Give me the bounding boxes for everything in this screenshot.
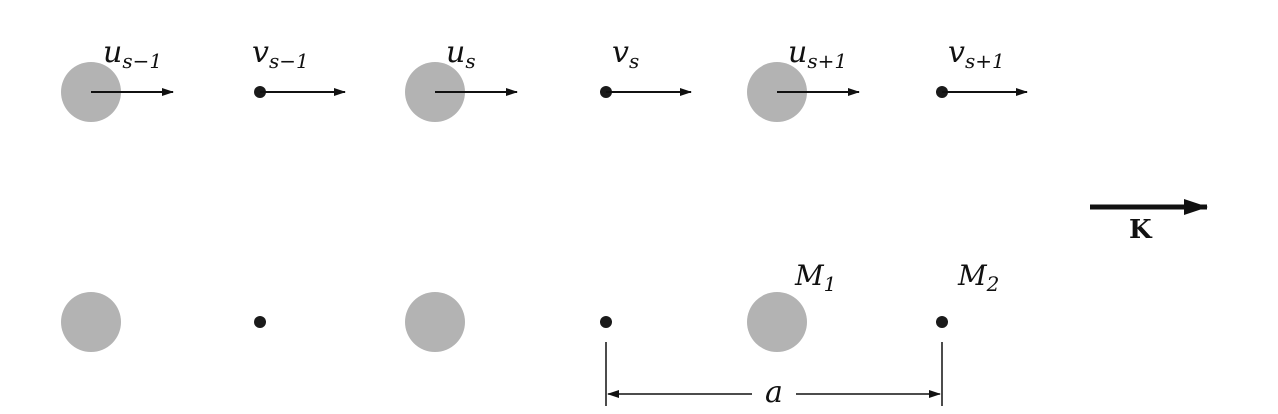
top-row: us−1 vs−1 us vs us+1 vs+1	[61, 35, 1028, 122]
label-u-s-minus-1: us−1	[103, 35, 162, 73]
label-v-s-minus-1: vs−1	[252, 35, 309, 73]
light-atom	[600, 316, 612, 328]
lattice-constant-label: a	[765, 375, 783, 410]
mass-label-m2: M2	[957, 259, 999, 296]
label-v-s: vs	[612, 35, 639, 73]
light-atom	[936, 316, 948, 328]
heavy-atom	[747, 292, 807, 352]
wavevector-label: K	[1129, 215, 1153, 245]
heavy-atom	[61, 292, 121, 352]
label-u-s-plus-1: us+1	[788, 35, 847, 73]
mass-label-m1: M1	[794, 259, 836, 296]
light-atom	[254, 316, 266, 328]
label-v-s-plus-1: vs+1	[948, 35, 1005, 73]
heavy-atom	[405, 292, 465, 352]
bottom-row: M1 M2	[61, 259, 999, 352]
lattice-constant: a	[605, 342, 943, 410]
label-u-s: us	[446, 35, 476, 73]
wavevector: K	[1090, 199, 1208, 245]
